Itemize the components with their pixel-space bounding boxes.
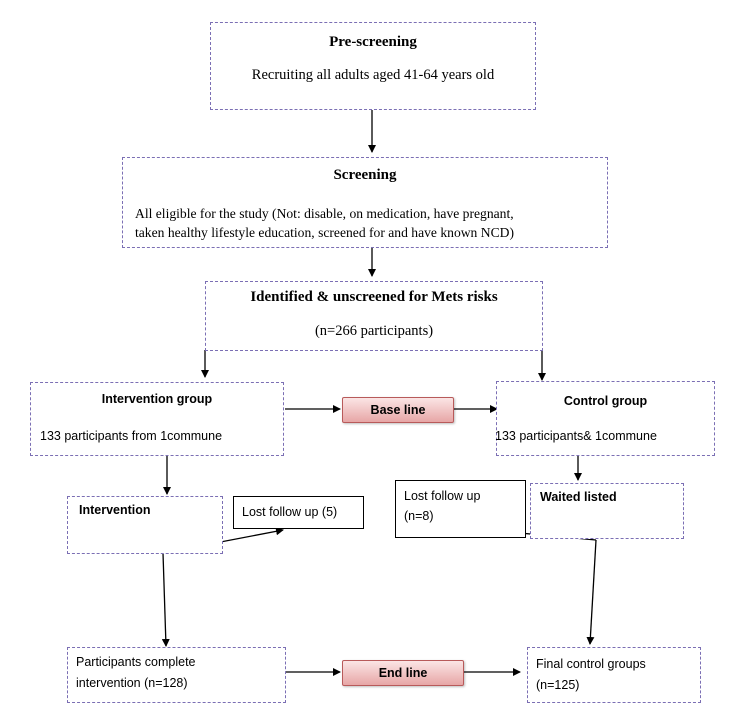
arrow-to-participants-complete [161,552,170,647]
lost-follow-up-right-box: Lost follow up (n=8) [395,480,526,538]
lost-follow-up-left-box: Lost follow up (5) [233,496,364,529]
identified-title: Identified & unscreened for Mets risks [250,289,498,305]
lost-follow-up-right-line1: Lost follow up [404,489,481,503]
intervention-group-text: 133 participants from 1commune [40,429,223,443]
arrow-to-final-control [586,539,597,645]
lost-follow-up-left-text: Lost follow up (5) [242,505,338,519]
waited-listed-box: Waited listed [530,483,684,539]
screening-text-line2: taken healthy lifestyle education, scree… [135,225,514,240]
endline-label: End line [342,660,464,686]
participants-complete-line1: Participants complete [76,655,196,669]
final-control-box: Final control groups (n=125) [527,647,701,703]
waited-listed-title: Waited listed [540,490,617,504]
screening-title: Screening [333,167,397,183]
pre-screening-title: Pre-screening [329,34,417,50]
screening-box: Screening All eligible for the study (No… [122,157,608,248]
final-control-line1: Final control groups [536,657,646,671]
screening-text-line1: All eligible for the study (Not: disable… [135,206,514,221]
lost-follow-up-right-line2: (n=8) [404,509,434,523]
intervention-group-title: Intervention group [101,392,213,406]
intervention-group-box: Intervention group 133 participants from… [30,382,284,456]
control-group-title: Control group [563,394,648,408]
control-group-text: 133 participants& 1commune [495,429,657,443]
pre-screening-text: Recruiting all adults aged 41-64 years o… [251,67,495,83]
identified-box: Identified & unscreened for Mets risks (… [205,281,543,351]
control-group-box: Control group 133 participants& 1commune [495,381,715,456]
pre-screening-box: Pre-screening Recruiting all adults aged… [210,22,536,110]
intervention-title: Intervention [79,503,151,517]
identified-count: (n=266 participants) [314,323,434,339]
participants-complete-box: Participants complete intervention (n=12… [67,647,286,703]
baseline-label: Base line [342,397,454,423]
intervention-box: Intervention [67,496,223,554]
final-control-line2: (n=125) [536,678,580,692]
participants-complete-line2: intervention (n=128) [76,676,188,690]
